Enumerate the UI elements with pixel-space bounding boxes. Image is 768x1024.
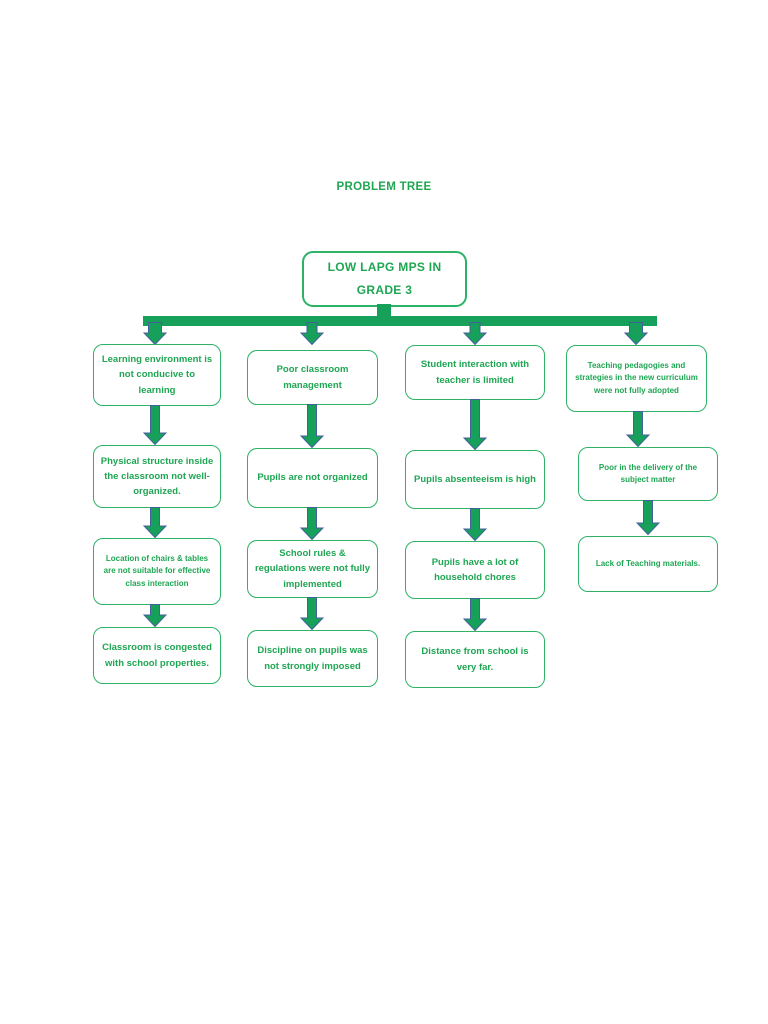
- arrow-down-icon: [626, 411, 650, 447]
- arrow-down-icon: [143, 322, 167, 345]
- box-distance-from-school: Distance from school is very far.: [405, 631, 545, 688]
- root-problem-line1: LOW LAPG MPS IN: [327, 260, 442, 275]
- box-pupils-absenteeism: Pupils absenteeism is high: [405, 450, 545, 509]
- box-classroom-congested: Classroom is congested with school prope…: [93, 627, 221, 684]
- arrow-down-icon: [300, 597, 324, 630]
- box-student-interaction: Student interaction with teacher is limi…: [405, 345, 545, 400]
- box-learning-environment: Learning environment is not conducive to…: [93, 344, 221, 406]
- arrow-down-icon: [143, 405, 167, 445]
- box-lack-of-materials: Lack of Teaching materials.: [578, 536, 718, 592]
- arrow-down-icon: [300, 322, 324, 345]
- box-school-rules: School rules & regulations were not full…: [247, 540, 378, 598]
- box-location-of-chairs: Location of chairs & tables are not suit…: [93, 538, 221, 605]
- box-poor-classroom-management: Poor classroom management: [247, 350, 378, 405]
- page-title: PROBLEM TREE: [336, 181, 432, 193]
- arrow-down-icon: [300, 507, 324, 540]
- box-physical-structure: Physical structure inside the classroom …: [93, 445, 221, 508]
- arrow-down-icon: [143, 507, 167, 538]
- arrow-down-icon: [463, 508, 487, 541]
- arrow-down-icon: [624, 322, 648, 345]
- box-pupils-not-organized: Pupils are not organized: [247, 448, 378, 508]
- box-household-chores: Pupils have a lot of household chores: [405, 541, 545, 599]
- arrow-down-icon: [300, 404, 324, 448]
- arrow-down-icon: [463, 598, 487, 631]
- box-poor-delivery: Poor in the delivery of the subject matt…: [578, 447, 718, 501]
- arrow-down-icon: [636, 500, 660, 535]
- box-teaching-pedagogies: Teaching pedagogies and strategies in th…: [566, 345, 707, 412]
- root-problem-line2: GRADE 3: [356, 283, 413, 297]
- arrow-down-icon: [463, 322, 487, 345]
- root-problem-box: LOW LAPG MPS IN GRADE 3: [302, 251, 467, 307]
- arrow-down-icon: [143, 604, 167, 627]
- box-discipline: Discipline on pupils was not strongly im…: [247, 630, 378, 687]
- root-connector-stub: [377, 304, 391, 318]
- root-connector-bar: [143, 316, 657, 326]
- arrow-down-icon: [463, 399, 487, 450]
